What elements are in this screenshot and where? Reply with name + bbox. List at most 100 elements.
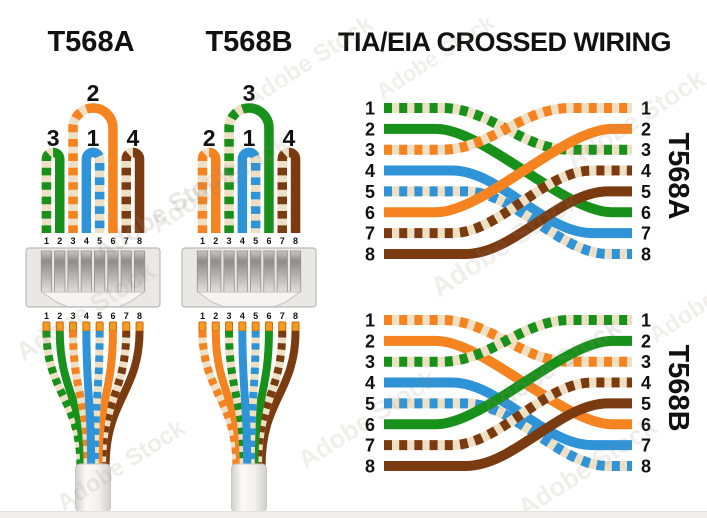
pin-number-bottom: 2 xyxy=(57,311,62,321)
pair-wire-leg xyxy=(277,147,290,233)
wire-contact-tip xyxy=(251,321,260,332)
cross-pin-number-right: 7 xyxy=(641,224,651,244)
wire-contact-tip xyxy=(198,321,207,332)
cross-wire xyxy=(384,123,632,218)
cross-wire xyxy=(384,398,632,471)
wire-contact-tip xyxy=(82,321,91,332)
fan-wire xyxy=(101,330,144,467)
cross-pin-number-right: 4 xyxy=(641,161,651,181)
fan-wire xyxy=(225,330,248,467)
wire-contact-tip xyxy=(55,321,64,332)
pair-wire-leg-stripe-base xyxy=(277,147,290,233)
pair-wire-leg xyxy=(248,147,261,233)
rj45-plug-nose xyxy=(40,291,146,307)
pair-wire-leg xyxy=(81,147,94,233)
fan-wire xyxy=(98,330,131,467)
heading-t568a: T568A xyxy=(47,26,135,58)
cross-wire xyxy=(384,165,632,239)
cross-pin-number-right: 3 xyxy=(641,140,651,160)
heading-t568b: T568B xyxy=(205,26,293,58)
wire-contact-tip xyxy=(291,321,300,332)
pin-number-top: 3 xyxy=(71,236,76,246)
cross-wire xyxy=(384,335,632,430)
pair-wire-leg xyxy=(52,147,65,233)
side-label-t568b: T568B xyxy=(662,344,694,432)
rj45-contact-slot xyxy=(94,250,106,293)
page-title: TIA/EIA CROSSED WIRING xyxy=(338,27,672,57)
cross-pin-number-right: 6 xyxy=(641,203,651,223)
cross-pin-number-left: 3 xyxy=(365,352,375,372)
rj45-contact-slot xyxy=(223,250,235,293)
cross-pin-number-left: 3 xyxy=(365,140,375,160)
pin-number-top: 7 xyxy=(124,236,129,246)
pair-wire-leg xyxy=(92,147,105,233)
fan-wire-stripe-base xyxy=(198,330,241,467)
pair-number-label: 3 xyxy=(243,80,256,106)
wire-contact-tip xyxy=(69,321,78,332)
cross-wire xyxy=(384,186,632,259)
wire-contact-tip xyxy=(264,321,273,332)
cross-pin-number-left: 8 xyxy=(365,456,375,476)
cross-pin-number-right: 8 xyxy=(641,244,651,264)
side-label-t568a: T568A xyxy=(662,132,694,220)
pin-number-bottom: 6 xyxy=(266,311,271,321)
pin-number-top: 1 xyxy=(44,236,49,246)
rj45-contact-slot xyxy=(250,250,262,293)
pin-number-bottom: 6 xyxy=(110,311,115,321)
fan-wire xyxy=(257,330,300,467)
pair-number-label: 1 xyxy=(243,125,256,151)
pair-number-label: 2 xyxy=(203,125,216,151)
cross-pin-number-right: 5 xyxy=(641,182,651,202)
cross-pin-number-left: 4 xyxy=(365,161,375,181)
pin-number-bottom: 8 xyxy=(137,311,142,321)
cable-sheath xyxy=(231,463,267,513)
pin-number-top: 8 xyxy=(293,236,298,246)
cable-sheath xyxy=(75,463,111,513)
pin-number-top: 4 xyxy=(240,236,245,246)
pair-wire-leg-stripe-base xyxy=(121,147,134,233)
cross-wire xyxy=(384,377,632,451)
pin-number-bottom: 7 xyxy=(280,311,285,321)
pair-wire-leg xyxy=(41,147,54,233)
pin-number-top: 3 xyxy=(227,236,232,246)
pair-wire-leg xyxy=(132,147,145,233)
pin-number-bottom: 5 xyxy=(97,311,102,321)
rj45-contact-slot xyxy=(289,250,302,293)
pin-number-bottom: 2 xyxy=(213,311,218,321)
cross-pin-number-right: 6 xyxy=(641,415,651,435)
rj45-contact-slot xyxy=(133,250,146,293)
pair-number-label: 4 xyxy=(283,125,296,151)
fan-wire xyxy=(238,330,252,467)
cross-wire xyxy=(384,398,632,471)
cross-pin-number-right: 7 xyxy=(641,436,651,456)
rj45-contact-slot xyxy=(196,250,209,293)
cross-pin-number-left: 6 xyxy=(365,203,375,223)
cross-pin-number-left: 8 xyxy=(365,244,375,264)
cross-pin-number-right: 1 xyxy=(641,311,651,331)
pin-number-top: 4 xyxy=(84,236,89,246)
cross-pin-number-right: 4 xyxy=(641,373,651,393)
wire-contact-tip xyxy=(135,321,144,332)
rj45-contact-slot xyxy=(210,250,222,293)
fan-wire xyxy=(254,330,287,467)
fan-wire xyxy=(69,330,92,467)
fan-wire xyxy=(211,330,244,467)
fan-wire-stripe-base xyxy=(42,330,85,467)
cross-pin-number-left: 6 xyxy=(365,415,375,435)
rj45-contact-slot xyxy=(276,250,288,293)
pair-wire-leg xyxy=(224,103,250,233)
cross-wire xyxy=(384,186,632,259)
pair-wire-leg xyxy=(68,103,94,233)
cross-pin-number-right: 5 xyxy=(641,394,651,414)
cross-pin-number-left: 5 xyxy=(365,182,375,202)
wire-contact-tip xyxy=(122,321,131,332)
cross-pin-number-left: 2 xyxy=(365,119,375,139)
pin-number-top: 5 xyxy=(253,236,258,246)
pin-number-top: 5 xyxy=(97,236,102,246)
wire-contact-tip xyxy=(211,321,220,332)
